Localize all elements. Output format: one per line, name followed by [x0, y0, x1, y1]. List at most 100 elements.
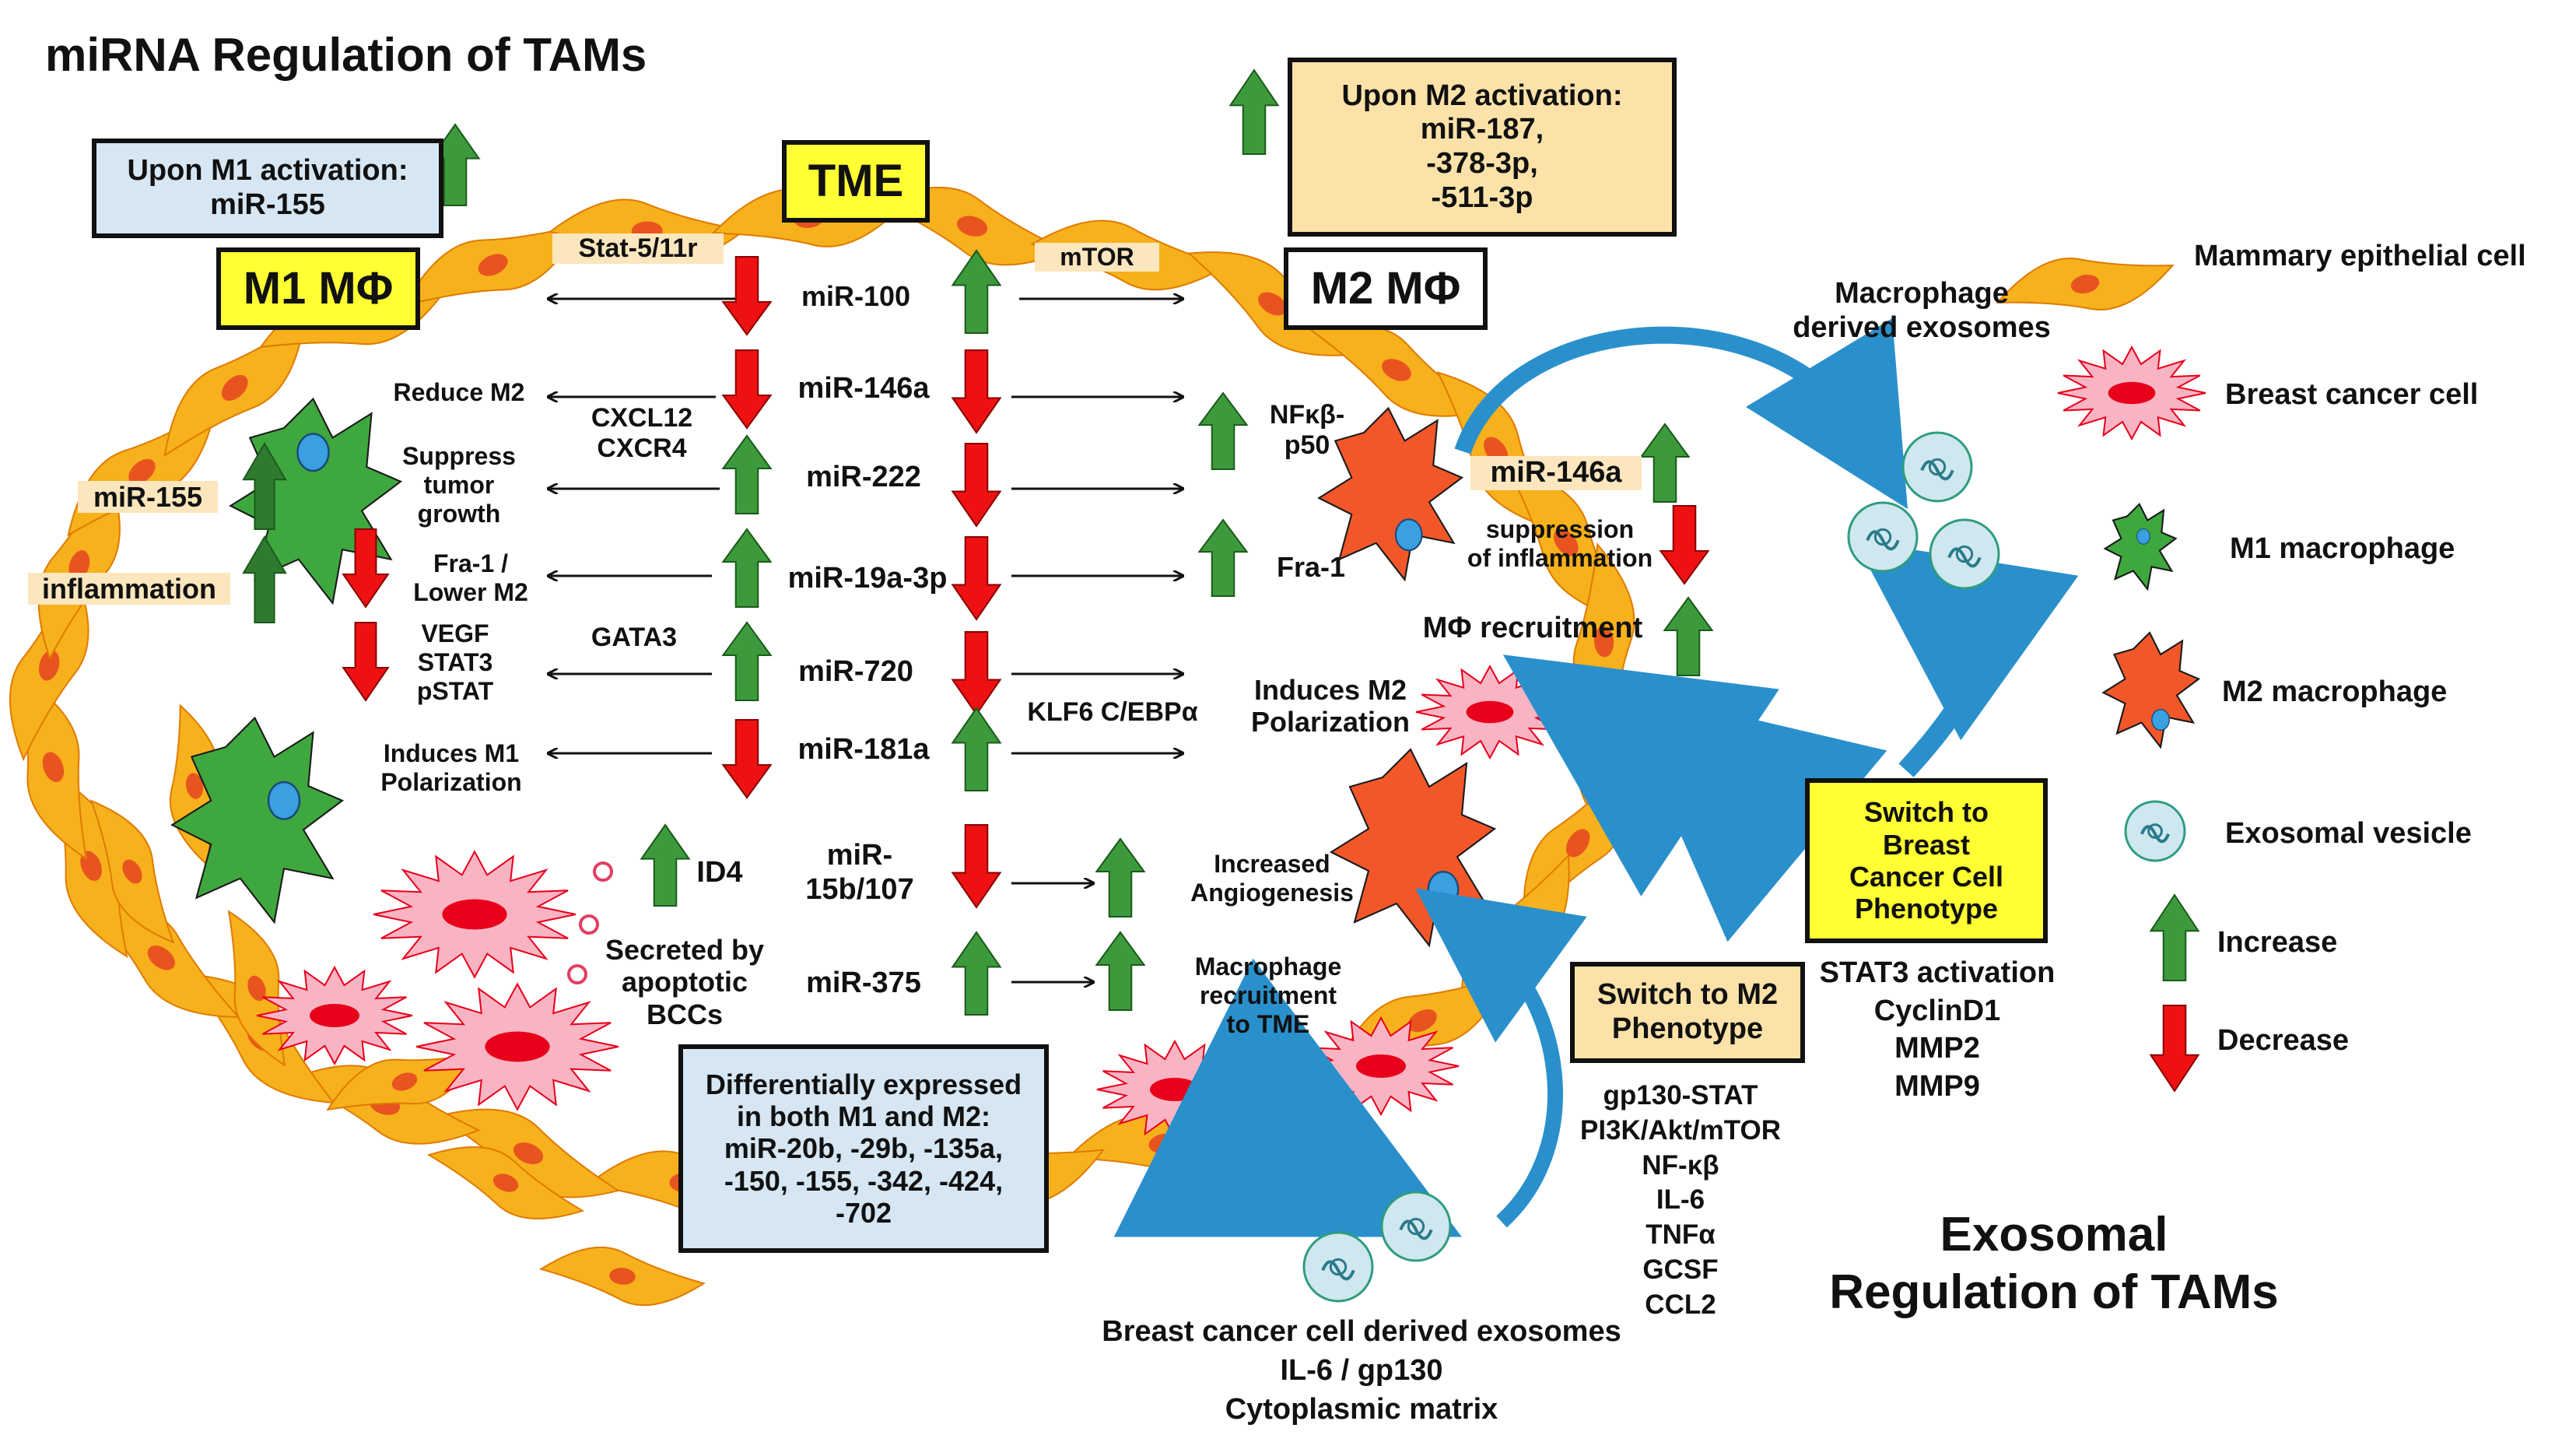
decrease-arrow-icon: [951, 349, 1002, 434]
klf6-label: KLF6 C/EBPα: [1027, 697, 1198, 727]
epithelial-cell: [426, 1146, 585, 1219]
blue-flow-arrow: [1454, 318, 1908, 510]
vesicle-core: [2147, 823, 2163, 839]
cell-nucleus: [147, 946, 175, 970]
increase-arrow-icon: [1095, 931, 1146, 1011]
increase-arrow-icon: [951, 931, 1002, 1016]
cell-nucleus: [42, 752, 65, 782]
vesicle-core: [1928, 458, 1947, 476]
mirna-label: miR-100: [801, 280, 911, 312]
increase-arrow-icon: [242, 442, 287, 530]
angiogenesis-label: Increased Angiogenesis: [1190, 850, 1354, 907]
breast-cancer-cell: [1415, 665, 1565, 760]
macrophage-nucleus: [2151, 708, 2170, 731]
signal-arrows: [548, 299, 1183, 982]
legend-icons: [1996, 258, 2206, 1093]
epithelial-cell: [402, 223, 584, 307]
cxcl12-label: CXCL12 CXCR4: [591, 403, 693, 464]
macrophage-nucleus: [1427, 871, 1460, 909]
decrease-arrow-icon: [721, 349, 773, 430]
cancer-nucleus: [1150, 1078, 1200, 1101]
gata3-label: GATA3: [591, 623, 678, 652]
exosomal-title: Exosomal Regulation of TAMs: [1829, 1208, 2279, 1320]
breast-cancer-cell: [2057, 346, 2206, 440]
vesicle-cargo: [1947, 547, 1982, 568]
mirna-label: miR- 15b/107: [805, 839, 914, 906]
cell-nucleus: [2070, 274, 2100, 294]
vesicle-core: [1955, 545, 1974, 563]
main-title: miRNA Regulation of TAMs: [45, 29, 647, 81]
legend-exosome-label: Exosomal vesicle: [2225, 817, 2472, 850]
legend-m1-label: M1 macrophage: [2230, 532, 2455, 565]
exosomal-vesicle: [1901, 431, 1973, 503]
apoptotic-body: [579, 914, 599, 935]
exosome-group: [1302, 431, 2000, 1303]
bcc-exosomes-label: Breast cancer cell derived exosomes IL-6…: [1102, 1315, 1621, 1426]
differential-box: Differentially expressed in both M1 and …: [678, 1044, 1049, 1253]
exosomal-vesicle: [2124, 800, 2186, 862]
m2-box: M2 MΦ: [1284, 247, 1488, 330]
fra1-label: Fra-1: [1276, 551, 1346, 583]
mac-recruit-tme-label: Macrophage recruitment to TME: [1194, 953, 1342, 1038]
mir146a-right-label: miR-146a: [1470, 456, 1642, 490]
m2-macrophage: [1317, 406, 1464, 582]
increase-arrow-icon: [242, 535, 287, 623]
mirna-label: miR-181a: [797, 733, 930, 766]
decrease-arrow-icon: [1659, 505, 1710, 585]
decrease-arrow-icon: [951, 824, 1002, 909]
nfkb-p50-label: NFκβ- p50: [1269, 400, 1345, 461]
decrease-arrow-icon: [342, 622, 390, 702]
increase-arrow-icon: [721, 528, 773, 608]
m1-activation-box: Upon M1 activation: miR-155: [92, 139, 443, 238]
cell-nucleus: [1593, 626, 1614, 658]
cell-nucleus: [1382, 359, 1411, 381]
decrease-arrow-icon: [721, 719, 773, 799]
blue-flow-arrow: [1415, 888, 1587, 1228]
cell-nucleus: [1554, 528, 1579, 556]
m2-macrophage: [2101, 631, 2201, 749]
mac-exosomes-label: Macrophage derived exosomes: [1793, 277, 2051, 344]
macrophage-nucleus: [1394, 518, 1423, 552]
increase-arrow-icon: [1197, 518, 1249, 597]
cell-nucleus: [38, 650, 60, 681]
mtor-label: mTOR: [1035, 243, 1159, 272]
m1-macrophage: [2103, 503, 2178, 591]
suppress-label: Suppress tumor growth: [402, 442, 516, 528]
cancer-nucleus: [1356, 1054, 1406, 1078]
secreted-label: Secreted by apoptotic BCCs: [605, 934, 765, 1030]
mir155-label: miR-155: [78, 481, 218, 514]
epithelial-cell: [89, 799, 175, 944]
mirna-label: miR-146a: [797, 372, 930, 405]
mirna-label: miR-375: [806, 967, 921, 999]
legend-increase-label: Increase: [2217, 926, 2338, 959]
induces-m1-label: Induces M1 Polarization: [380, 739, 522, 796]
legend-m2-label: M2 macrophage: [2222, 675, 2448, 708]
increase-arrow-icon: [1197, 391, 1249, 470]
cancer-nucleus: [2108, 381, 2156, 405]
mirna-label: miR-222: [806, 461, 921, 493]
cancer-nucleus: [485, 1031, 550, 1062]
cell-nucleus: [391, 1072, 418, 1091]
macrophage-nucleus: [267, 781, 301, 820]
id4-label: ID4: [696, 856, 743, 889]
cell-nucleus: [478, 254, 508, 276]
m1-box: M1 MΦ: [216, 247, 420, 330]
fra1-lower-label: Fra-1 / Lower M2: [413, 549, 528, 606]
breast-cancer-cell: [256, 965, 413, 1066]
cell-nucleus: [609, 1268, 636, 1285]
cell-nucleus: [492, 1174, 519, 1192]
reduce-m2-label: Reduce M2: [393, 378, 525, 406]
increase-arrow-icon: [721, 434, 773, 514]
increase-arrow-icon: [951, 249, 1002, 334]
vesicle-core: [1329, 1258, 1348, 1276]
cell-nucleus: [247, 975, 266, 1002]
stat3-list-label: STAT3 activation CyclinD1 MMP2 MMP9: [1819, 956, 2056, 1103]
epithelial-cell: [538, 1246, 706, 1307]
legend-decrease-label: Decrease: [2217, 1024, 2350, 1057]
cancer-nucleus: [442, 899, 507, 930]
cell-nucleus: [122, 859, 142, 884]
inflammation-label: inflammation: [28, 573, 230, 605]
exosome-flow-arrows: [1113, 318, 2079, 1237]
cell-nucleus: [185, 773, 204, 799]
switch-bcc-box: Switch to Breast Cancer Cell Phenotype: [1805, 778, 2048, 943]
